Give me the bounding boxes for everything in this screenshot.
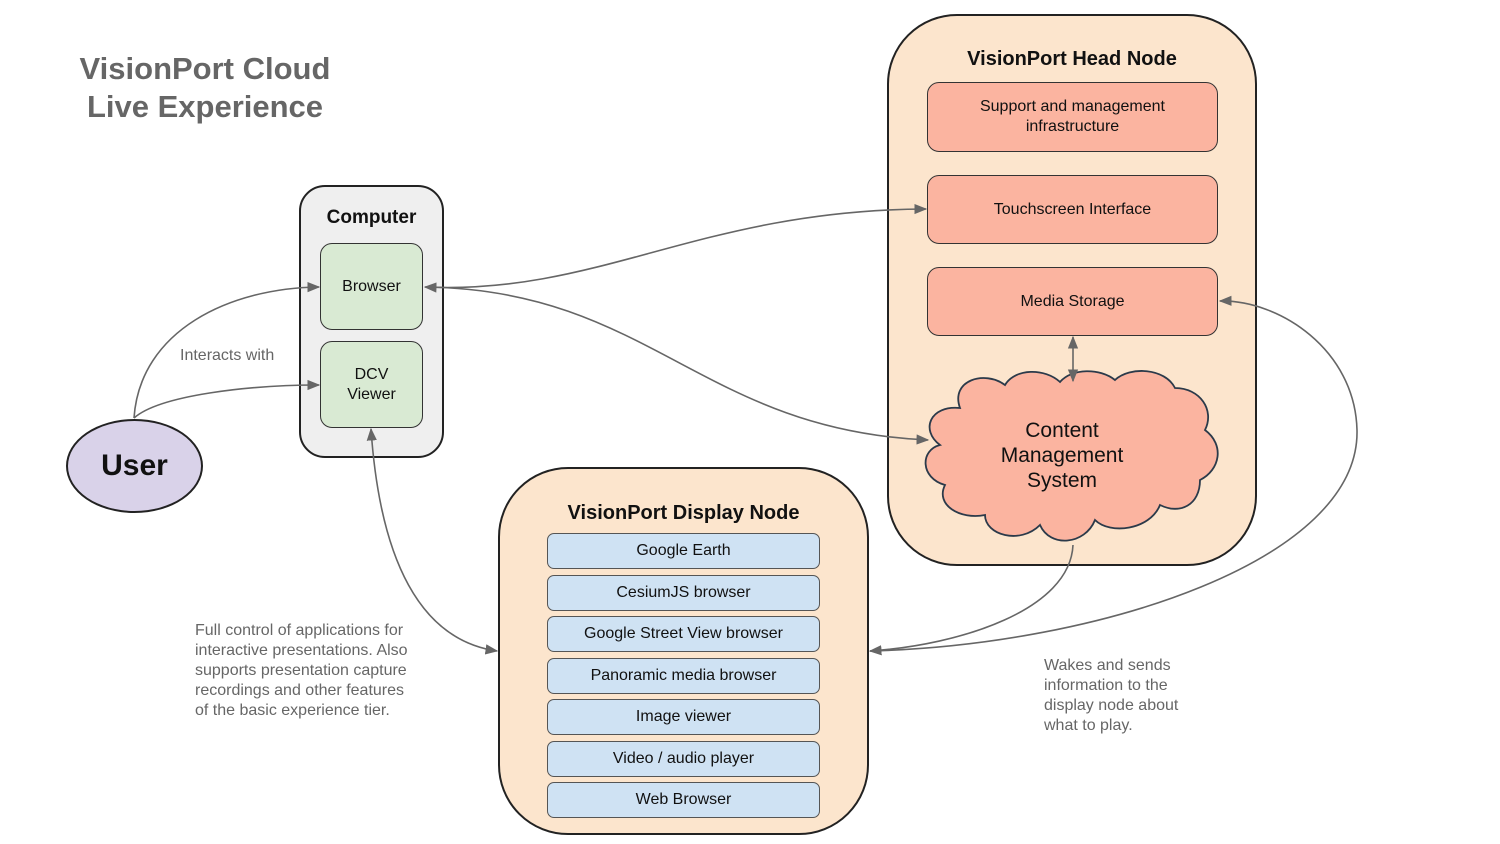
cms-label-line-1: Content (1025, 419, 1099, 442)
dcv-label-line-1: DCV (354, 365, 389, 383)
display-app-label: Image viewer (635, 708, 732, 725)
display-app-label: CesiumJS browser (616, 583, 751, 601)
note-line: supports presentation capture (195, 662, 407, 679)
dcv-label-line-2: Viewer (347, 385, 396, 403)
display-app-label: Google Earth (636, 542, 731, 559)
dcv-viewer-box[interactable]: DCV Viewer (320, 341, 423, 428)
edge-dcv-display (366, 427, 499, 655)
media-storage-box[interactable]: Media Storage (927, 267, 1218, 336)
edge-display-storage (869, 295, 1358, 652)
note-line: recordings and other features (195, 682, 405, 699)
display-app-label: Google Street View browser (584, 625, 783, 642)
support-label-line-1: Support and management (979, 98, 1165, 115)
note-line: what to play. (1044, 717, 1133, 734)
note-line: interactive presentations. Also (195, 642, 408, 659)
title-line-2: Live Experience (86, 89, 324, 124)
interacts-with-label: Interacts with (180, 347, 275, 364)
title-line-1: VisionPort Cloud (79, 51, 331, 86)
display-app-label: Video / audio player (612, 749, 755, 767)
support-infrastructure-box[interactable]: Support and management infrastructure (927, 82, 1218, 152)
note-line: display node about (1044, 697, 1179, 714)
note-line: Full control of applications for (195, 622, 404, 639)
support-label-line-2: infrastructure (1025, 118, 1120, 135)
display-app-item[interactable]: Image viewer (547, 699, 820, 735)
display-app-item[interactable]: Panoramic media browser (547, 657, 820, 694)
cms-label: Content Management System (952, 418, 1172, 493)
edge-browser-cms (425, 286, 930, 445)
note-line: information to the (1044, 677, 1168, 694)
touchscreen-label: Touchscreen Interface (993, 200, 1152, 218)
computer-title: Computer (326, 207, 417, 228)
display-node-title: VisionPort Display Node (567, 502, 800, 524)
touchscreen-interface-box[interactable]: Touchscreen Interface (927, 175, 1218, 244)
cms-label-line-3: System (1026, 469, 1097, 492)
display-app-item[interactable]: Google Earth (547, 533, 820, 569)
display-app-item[interactable]: CesiumJS browser (547, 574, 820, 611)
edge-user-dcv (133, 379, 321, 419)
note-line: of the basic experience tier. (195, 702, 390, 719)
user-node[interactable]: User (66, 419, 203, 513)
cms-cloud-shape[interactable] (924, 370, 1219, 542)
display-app-label: Web Browser (635, 791, 732, 808)
display-app-label: Panoramic media browser (590, 666, 777, 684)
display-app-item[interactable]: Video / audio player (547, 740, 820, 777)
display-app-item[interactable]: Web Browser (547, 782, 820, 818)
edge-user-browser (133, 282, 321, 419)
full-control-note: Full control of applications for interac… (195, 621, 408, 721)
browser-label: Browser (342, 277, 401, 295)
display-app-item[interactable]: Google Street View browser (547, 616, 820, 652)
browser-box[interactable]: Browser (320, 243, 423, 330)
note-line: Wakes and sends (1044, 657, 1171, 674)
user-label: User (101, 449, 168, 482)
diagram-title: VisionPort Cloud Live Experience (60, 50, 350, 126)
head-node-title: VisionPort Head Node (967, 48, 1177, 70)
edge-cms-display (868, 544, 1074, 656)
wakes-note: Wakes and sends information to the displ… (1044, 656, 1178, 736)
media-storage-label: Media Storage (1020, 292, 1125, 310)
edge-browser-touchscreen (423, 203, 928, 293)
cms-label-line-2: Management (1000, 444, 1124, 467)
